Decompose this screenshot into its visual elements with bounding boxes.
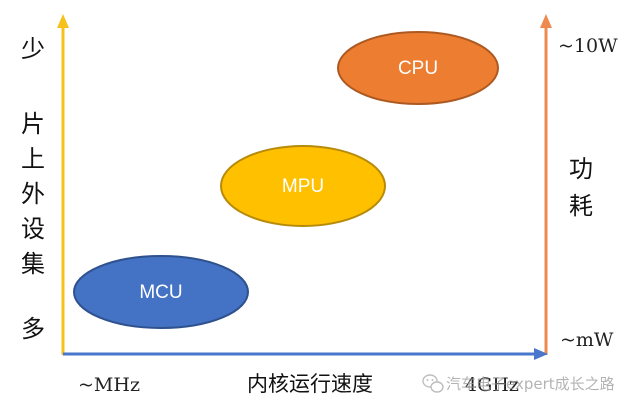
watermark-text: 汽车电子expert成长之路 bbox=[446, 375, 615, 393]
left-axis-label-char-1: 片 bbox=[21, 110, 45, 138]
left-axis-bottom-label: 多 bbox=[21, 315, 45, 343]
cpu-ellipse bbox=[337, 31, 499, 105]
wechat-icon bbox=[422, 374, 444, 393]
left-axis-label-char-3: 外 bbox=[21, 180, 45, 208]
mpu-ellipse bbox=[220, 145, 386, 227]
left-axis-label-char-5: 集 bbox=[21, 250, 45, 278]
bottom-axis-left-label: ~MHz bbox=[78, 374, 140, 396]
right-axis-arrow bbox=[540, 14, 552, 28]
left-axis-arrow bbox=[57, 14, 69, 28]
bottom-axis-right-label: 4GHz bbox=[465, 374, 519, 396]
right-axis-label-char-2: 耗 bbox=[569, 192, 593, 220]
right-axis-bottom-label: ~mW bbox=[560, 329, 614, 351]
bottom-axis-center-label: 内核运行速度 bbox=[247, 372, 373, 396]
mcu-label: MCU bbox=[139, 282, 182, 303]
left-axis-label-char-2: 上 bbox=[21, 145, 45, 173]
right-axis-top-label: ~10W bbox=[558, 35, 618, 57]
bottom-axis-arrow bbox=[534, 348, 548, 360]
left-axis-label-char-4: 设 bbox=[21, 215, 45, 243]
left-axis-top-label: 少 bbox=[21, 35, 45, 63]
mpu-label: MPU bbox=[282, 176, 324, 197]
mcu-ellipse bbox=[73, 255, 249, 329]
right-axis-label-char-1: 功 bbox=[569, 155, 593, 183]
cpu-label: CPU bbox=[398, 58, 438, 79]
